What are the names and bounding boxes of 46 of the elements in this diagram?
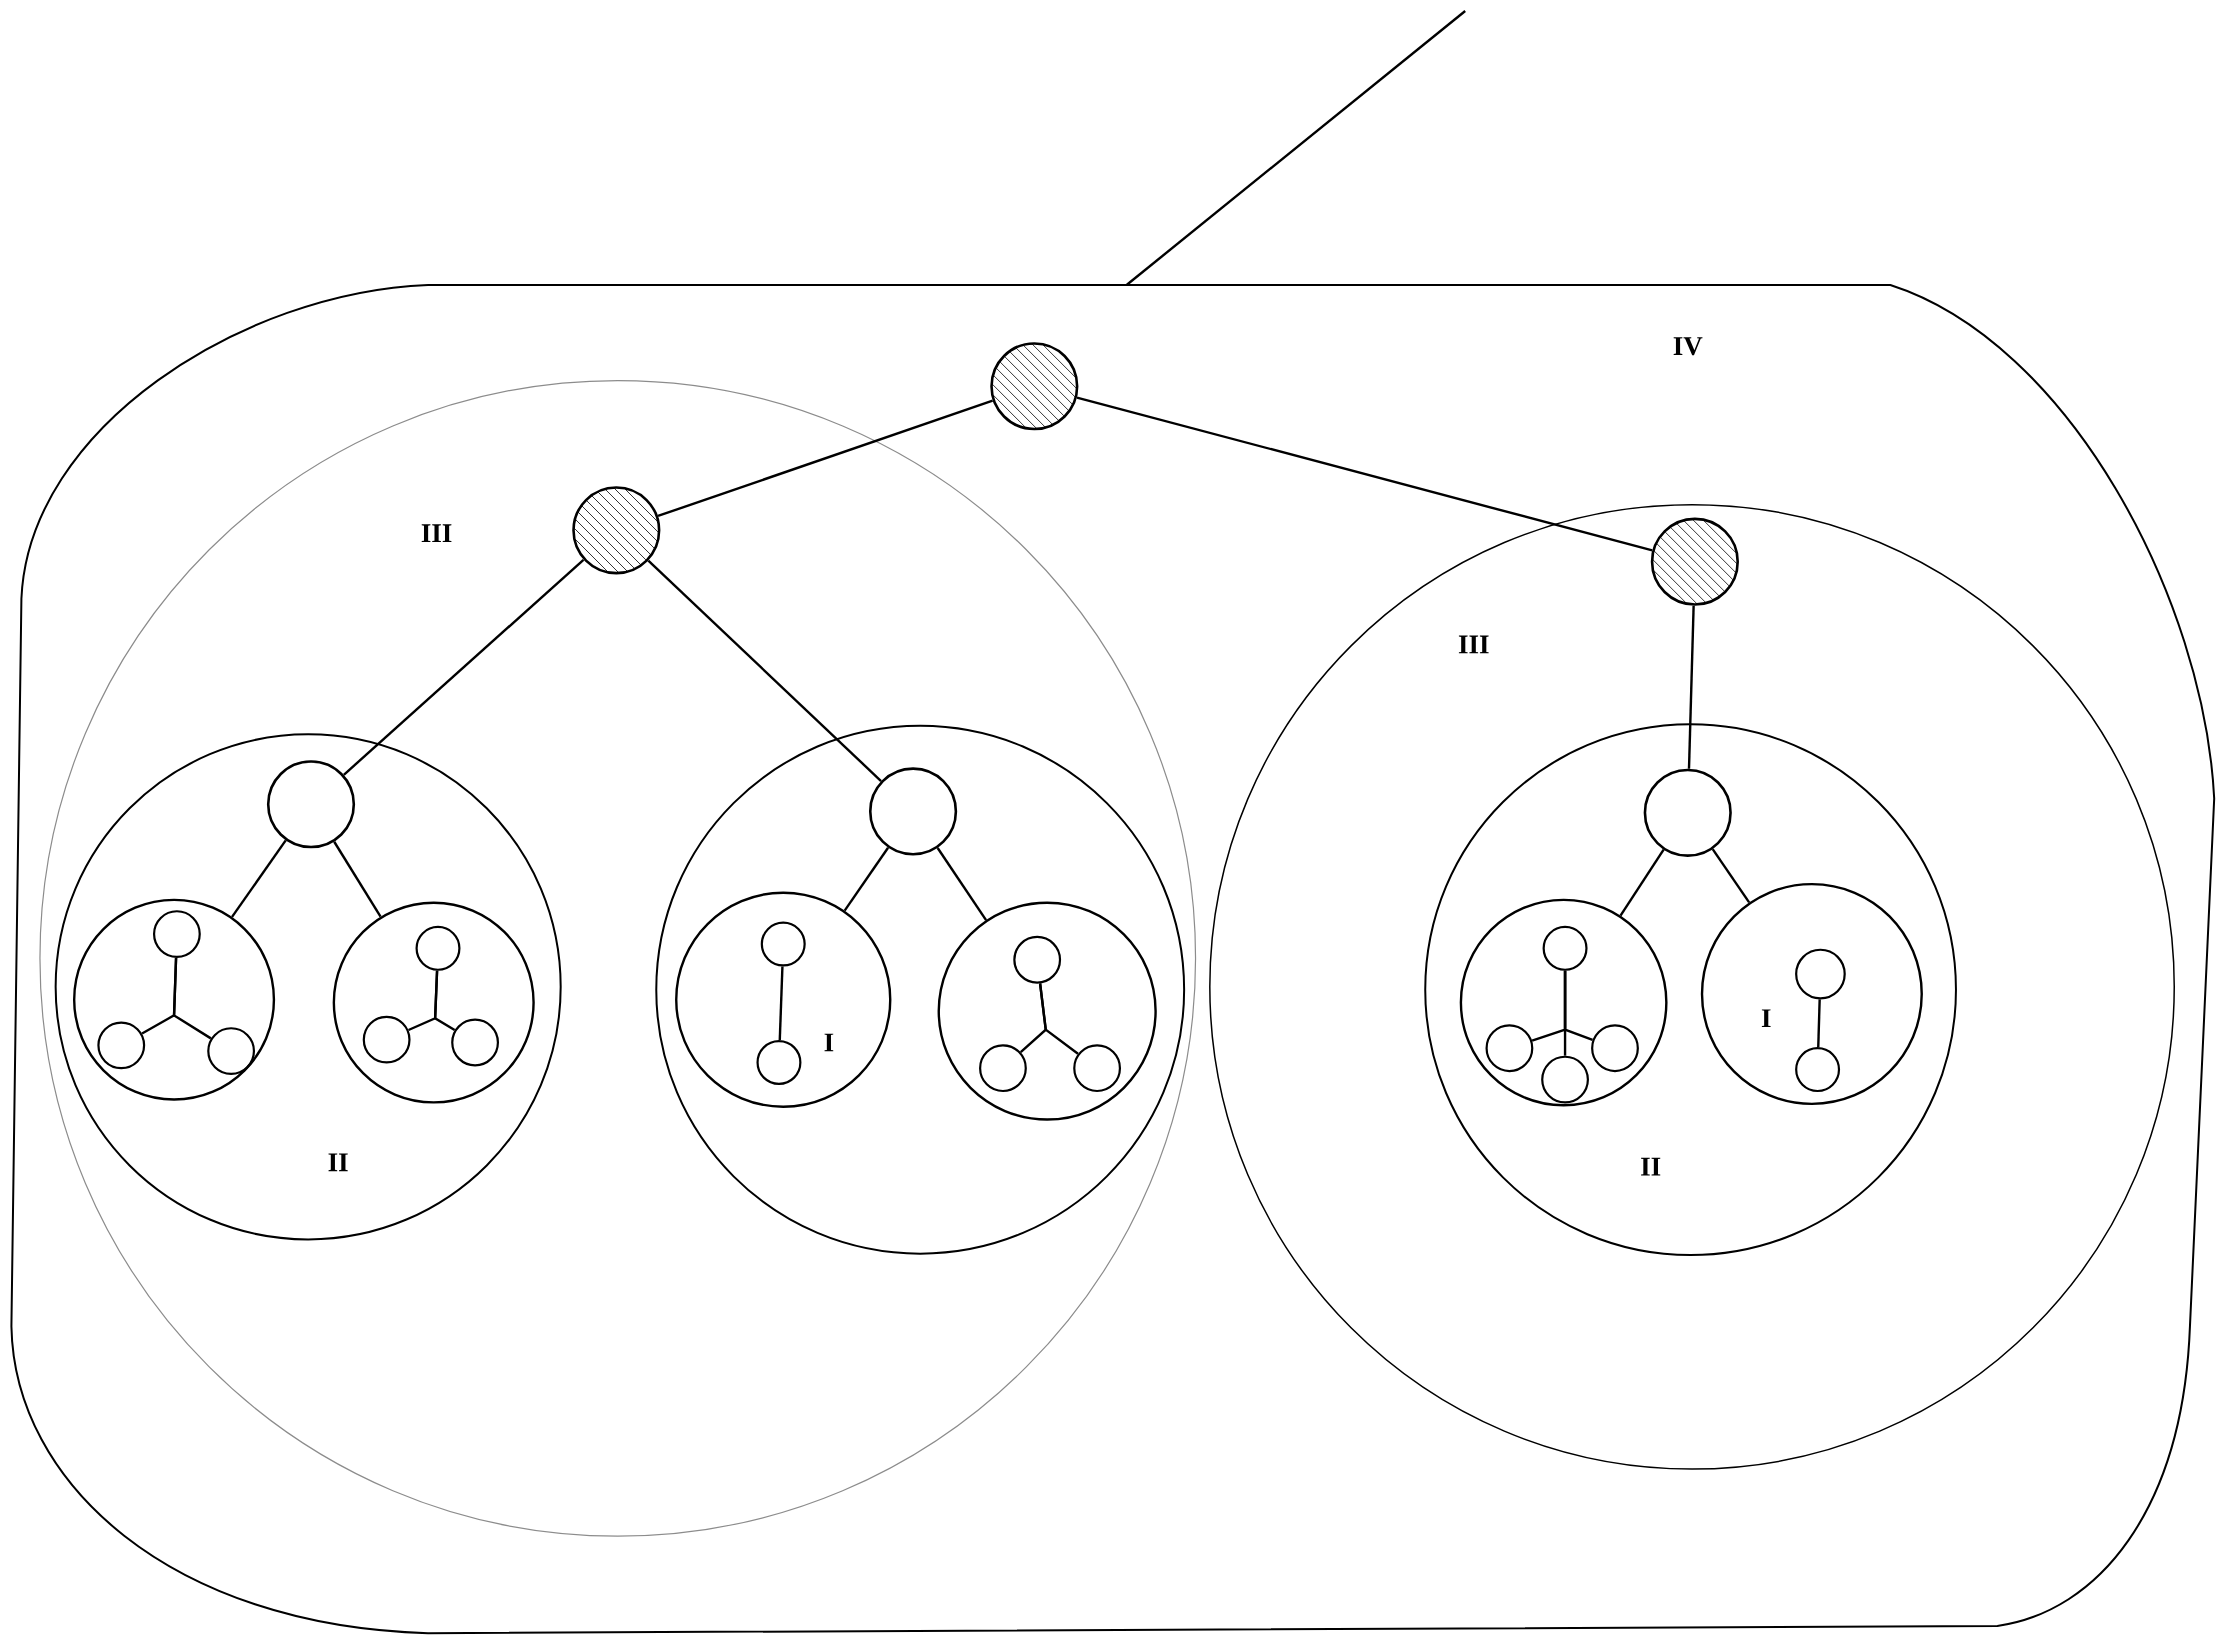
- hatched-circle: [1650, 517, 1739, 606]
- connector-line: [1711, 848, 1751, 904]
- connector-line: [1817, 999, 1821, 1048]
- connector-line: [1619, 849, 1665, 917]
- tiny-circle: [1485, 1024, 1534, 1073]
- tiny-circle: [760, 921, 806, 967]
- tiny-circle: [1591, 1024, 1639, 1073]
- tiny-circle: [207, 1027, 256, 1075]
- connector-line: [647, 559, 882, 782]
- tiny-circle: [1541, 1055, 1589, 1104]
- connector-line: [172, 957, 212, 1040]
- tiny-circle: [362, 1015, 411, 1064]
- connector-line: [778, 966, 784, 1041]
- connector-line: [843, 847, 890, 912]
- hatched-circle: [572, 486, 661, 575]
- tiny-circle: [451, 1018, 499, 1067]
- tiny-circle: [756, 1040, 802, 1085]
- connector-line: [433, 970, 456, 1032]
- small-circle: [73, 898, 276, 1101]
- connector-line: [1038, 983, 1079, 1055]
- connector-line: [343, 558, 585, 776]
- empty-circle: [1643, 768, 1732, 857]
- small-circle: [937, 901, 1157, 1121]
- tiny-circle: [153, 910, 201, 958]
- tiny-circle: [1073, 1044, 1122, 1093]
- connector-line: [1076, 396, 1653, 552]
- tiny-circle: [1542, 925, 1588, 971]
- tiny-circle: [415, 925, 461, 971]
- tiny-circle: [1795, 948, 1846, 1000]
- small-circle: [332, 901, 535, 1104]
- connector-line: [936, 847, 988, 921]
- tiny-circle: [97, 1021, 146, 1070]
- tiny-circle: [1013, 935, 1062, 984]
- connector-line: [1563, 970, 1593, 1041]
- connector-line: [231, 839, 287, 918]
- connector-line: [333, 841, 382, 918]
- line: [1126, 10, 1466, 286]
- medium-circle: [655, 724, 1186, 1255]
- empty-circle: [868, 767, 958, 856]
- empty-circle: [266, 760, 356, 849]
- connector-line: [1687, 605, 1695, 769]
- hatched-circle: [990, 342, 1079, 431]
- connector-line: [657, 399, 994, 518]
- small-circle: [1459, 898, 1668, 1107]
- tiny-circle: [979, 1044, 1027, 1093]
- tiny-circle: [1795, 1047, 1841, 1093]
